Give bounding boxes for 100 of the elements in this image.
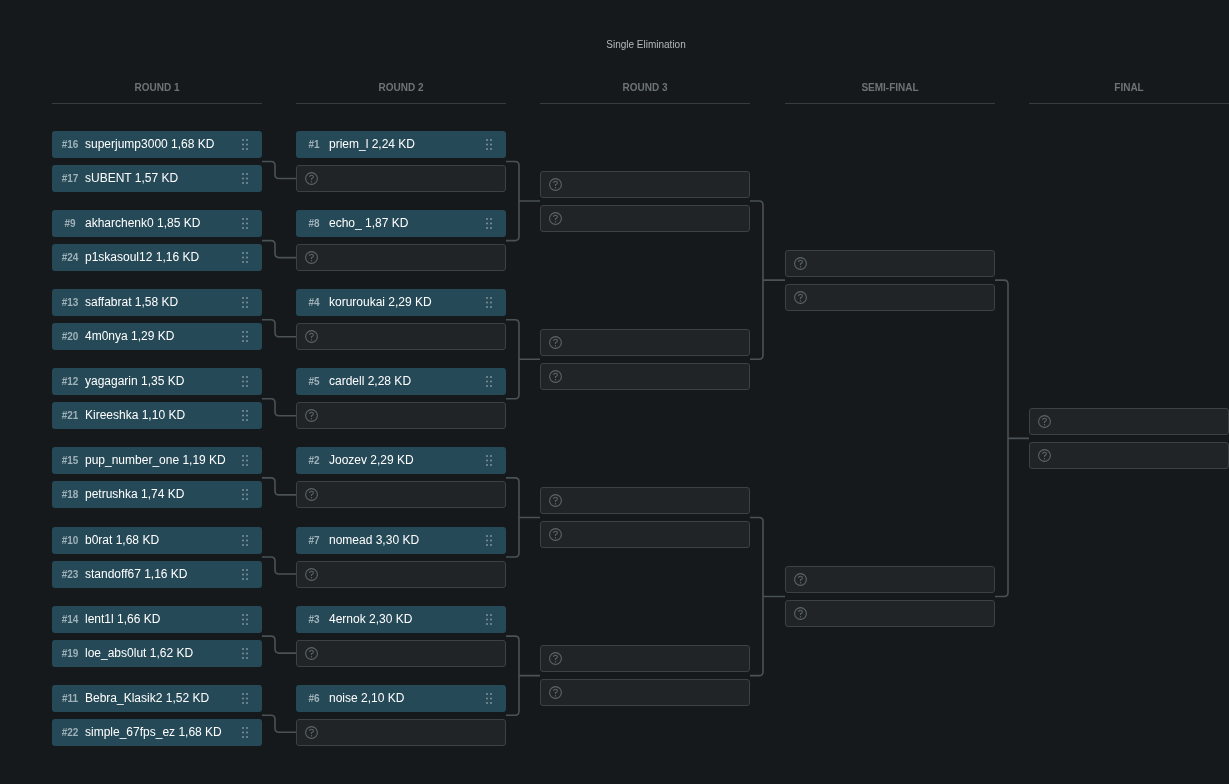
empty-slot (785, 566, 995, 594)
player-slot (52, 289, 262, 317)
player-name: simple_67fps_ez 1,68 KD (85, 724, 222, 740)
player-name: standoff67 1,16 KD (85, 566, 188, 582)
player-slot (52, 323, 262, 351)
seed-number: #20 (61, 330, 79, 344)
empty-slot (1029, 407, 1229, 435)
column-header: ROUND 3 (622, 82, 668, 94)
seed-number: #21 (61, 409, 79, 423)
bracket-connector (261, 318, 297, 338)
empty-slot (296, 323, 506, 351)
player-slot (296, 210, 506, 238)
player-name: superjump3000 1,68 KD (85, 137, 215, 152)
player-name: petrushka 1,74 KD (85, 487, 185, 503)
player-slot (52, 639, 262, 667)
player-slot (52, 526, 262, 554)
empty-slot (296, 481, 506, 509)
player-name: akharchenk0 1,85 KD (85, 216, 201, 232)
seed-number: #2 (308, 454, 320, 468)
player-slot (52, 210, 262, 238)
player-slot (296, 447, 506, 475)
bracket-connector (994, 279, 1030, 598)
empty-slot (785, 600, 995, 628)
player-name: loe_abs0lut 1,62 KD (85, 645, 194, 661)
player-name: koruroukai 2,29 KD (329, 295, 432, 311)
column-header: FINAL (1114, 82, 1144, 94)
empty-slot (540, 645, 750, 673)
player-slot (52, 368, 262, 396)
empty-slot (1029, 441, 1229, 469)
bracket-connector (261, 398, 297, 417)
player-name: pup_number_one 1,19 KD (85, 453, 226, 469)
seed-number: #16 (61, 138, 79, 151)
player-slot (296, 526, 506, 554)
player-slot (296, 605, 506, 633)
player-name: yagagarin 1,35 KD (85, 374, 185, 390)
column-header: ROUND 2 (378, 82, 424, 94)
bracket-connector (261, 477, 297, 496)
bracket-connector (505, 635, 541, 716)
empty-slot (540, 362, 750, 390)
player-slot (296, 368, 506, 396)
empty-slot (296, 165, 506, 192)
bracket-connector (505, 318, 541, 400)
player-name: Joozev 2,29 KD (329, 453, 414, 469)
bracket-connector (261, 239, 297, 259)
player-name: lent1l 1,66 KD (85, 611, 161, 627)
bracket-connector (261, 714, 297, 733)
player-slot (52, 605, 262, 633)
seed-number: #7 (308, 533, 320, 547)
bracket-connector (749, 200, 786, 361)
seed-number: #19 (61, 646, 79, 660)
player-name: priem_l 2,24 KD (329, 137, 416, 152)
player-name: saffabrat 1,58 KD (85, 295, 179, 311)
empty-slot (296, 718, 506, 746)
seed-number: #8 (308, 217, 320, 231)
player-name: sUBENT 1,57 KD (85, 171, 179, 186)
bracket-connector (749, 516, 786, 677)
column-header: ROUND 1 (134, 82, 180, 94)
player-slot (52, 131, 262, 158)
player-slot (296, 131, 506, 158)
player-slot (52, 165, 262, 192)
player-slot (296, 684, 506, 712)
empty-slot (540, 679, 750, 707)
bracket-connector (505, 160, 541, 242)
player-slot (52, 402, 262, 430)
player-name: b0rat 1,68 KD (85, 532, 160, 548)
empty-slot (296, 244, 506, 272)
empty-slot (540, 328, 750, 356)
player-name: p1skasoul12 1,16 KD (85, 250, 200, 266)
seed-number: #12 (61, 375, 79, 389)
bracket-connector (505, 477, 541, 558)
player-name: Kireeshka 1,10 KD (85, 408, 186, 424)
empty-slot (540, 170, 750, 198)
seed-number: #10 (61, 533, 79, 547)
player-slot (52, 481, 262, 509)
player-name: echo_ 1,87 KD (329, 216, 409, 232)
player-slot (296, 289, 506, 317)
player-slot (52, 684, 262, 712)
player-name: noise 2,10 KD (329, 690, 405, 706)
seed-number: #4 (308, 296, 320, 310)
column-header: SEMI-FINAL (861, 82, 919, 94)
player-name: 4ernok 2,30 KD (329, 611, 413, 627)
empty-slot (785, 249, 995, 277)
seed-number: #18 (61, 488, 79, 502)
empty-slot (296, 560, 506, 588)
player-slot (52, 718, 262, 746)
seed-number: #13 (61, 296, 79, 310)
player-name: nomead 3,30 KD (329, 532, 420, 548)
player-slot (52, 447, 262, 475)
player-name: 4m0nya 1,29 KD (85, 329, 175, 345)
seed-number: #22 (61, 725, 79, 739)
subtitle: Single Elimination (606, 39, 686, 51)
empty-slot (540, 520, 750, 548)
seed-number: #6 (308, 691, 320, 705)
seed-number: #17 (61, 172, 79, 185)
seed-number: #5 (308, 375, 320, 389)
empty-slot (296, 639, 506, 667)
seed-number: #11 (61, 691, 79, 705)
bracket-connector (261, 160, 297, 180)
player-slot (52, 560, 262, 588)
player-slot (52, 244, 262, 272)
